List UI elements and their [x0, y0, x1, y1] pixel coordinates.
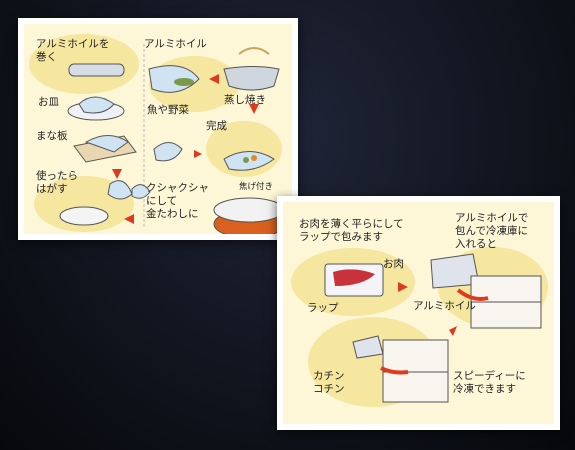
freezing-card: お肉を薄く平らにして ラップで包みます お肉 ラップ アルミホイル アルミホイル…	[277, 196, 560, 430]
card1-illustration	[29, 34, 285, 234]
card2-illustration	[291, 247, 548, 407]
burnt-label: 焦げ付き	[239, 182, 274, 192]
quick-freeze-label: スピーディーに 冷凍できます	[453, 370, 526, 395]
meat-label: お肉	[383, 258, 404, 270]
fish-veg-label: 魚や野菜	[147, 104, 189, 116]
done-label: 完成	[206, 120, 227, 132]
frozen-hard-label: カチン コチン	[313, 370, 345, 395]
scrub-label: クシャクシャ にして 金たわしに	[146, 182, 209, 220]
freezer-label: アルミホイルで 包んで冷凍庫に 入れると	[455, 212, 529, 250]
wrap-label: ラップ	[307, 302, 339, 314]
foil-label-2: アルミホイル	[413, 300, 476, 312]
peel-after-use-label: 使ったら はがす	[36, 170, 78, 195]
steam-bake-label: 蒸し焼き	[224, 94, 266, 106]
cutting-board-label: まな板	[36, 130, 68, 142]
wrap-meat-label: お肉を薄く平らにして ラップで包みます	[299, 218, 404, 243]
foil-label: アルミホイル	[144, 38, 207, 50]
foil-uses-card: アルミホイルを 巻く お皿 まな板 使ったら はがす アルミホイル 魚や野菜 蒸…	[18, 18, 298, 240]
wrap-foil-label: アルミホイルを 巻く	[36, 38, 110, 63]
plate-label: お皿	[38, 96, 59, 108]
